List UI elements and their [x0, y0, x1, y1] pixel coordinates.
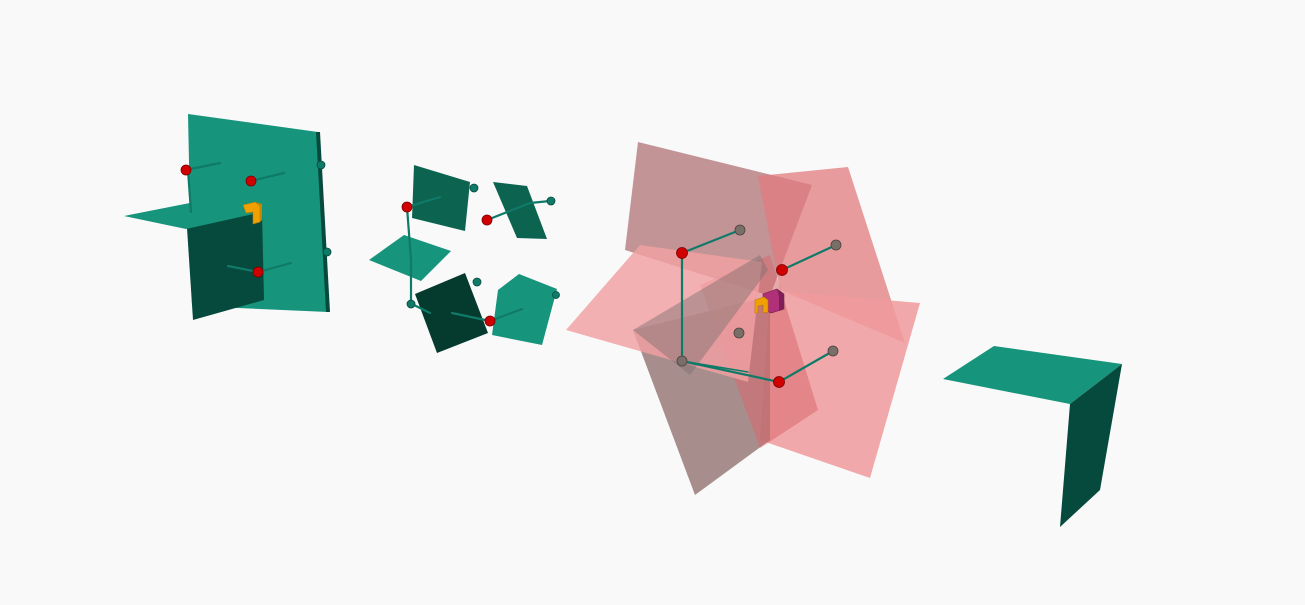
atom-red[interactable]	[676, 247, 688, 259]
pink-sheet-front-flat	[566, 245, 762, 382]
bond	[680, 228, 742, 255]
bond	[405, 205, 413, 262]
atom-gray[interactable]	[733, 327, 745, 339]
atom-gray[interactable]	[734, 224, 746, 236]
bond	[249, 171, 286, 183]
atom-gray[interactable]	[676, 355, 688, 367]
bent-sheet-side	[1060, 364, 1122, 527]
atom-red[interactable]	[180, 164, 192, 176]
fragment-top-left	[412, 165, 470, 231]
atom-teal[interactable]	[472, 277, 482, 287]
atom-red[interactable]	[773, 376, 785, 388]
bond	[184, 161, 222, 172]
atom-gray[interactable]	[827, 345, 839, 357]
atom-teal[interactable]	[322, 247, 332, 257]
sheet-horizontal	[124, 201, 262, 229]
bond	[780, 243, 838, 272]
atom-teal[interactable]	[406, 299, 416, 309]
bond	[256, 261, 293, 274]
sheet-front-dark	[187, 212, 264, 320]
fragment-bottom-right	[492, 274, 557, 345]
atom-teal[interactable]	[316, 160, 326, 170]
bond	[186, 168, 193, 214]
bond	[488, 307, 524, 323]
bond	[680, 359, 781, 384]
atom-red[interactable]	[776, 264, 788, 276]
bond	[485, 201, 532, 222]
atom-gray[interactable]	[830, 239, 842, 251]
atom-red[interactable]	[252, 266, 264, 278]
orange-marker-icon[interactable]	[242, 201, 262, 225]
bent-sheet-top	[943, 346, 1122, 404]
orange-marker-icon[interactable]	[754, 296, 769, 314]
pink-sheet-gray-overlay	[633, 255, 768, 375]
atom-red[interactable]	[481, 214, 493, 226]
bent-sheet[interactable]	[943, 346, 1122, 527]
atom-red[interactable]	[484, 315, 496, 327]
atom-teal[interactable]	[552, 291, 560, 299]
bond	[681, 360, 749, 373]
translucent-star-assembly[interactable]	[566, 142, 920, 495]
fragment-top-right	[493, 182, 547, 239]
atom-teal[interactable]	[546, 196, 556, 206]
atom-red[interactable]	[401, 201, 413, 213]
bond	[405, 195, 442, 209]
sheet-back-edge	[316, 132, 330, 312]
atom-teal[interactable]	[469, 183, 479, 193]
atom-red[interactable]	[245, 175, 257, 187]
pink-sheet-lower-right	[760, 290, 920, 478]
split-fragment-assembly[interactable]	[369, 165, 560, 353]
paired-sheet-assembly[interactable]	[124, 114, 332, 320]
bond	[450, 311, 492, 323]
bond	[777, 349, 835, 384]
